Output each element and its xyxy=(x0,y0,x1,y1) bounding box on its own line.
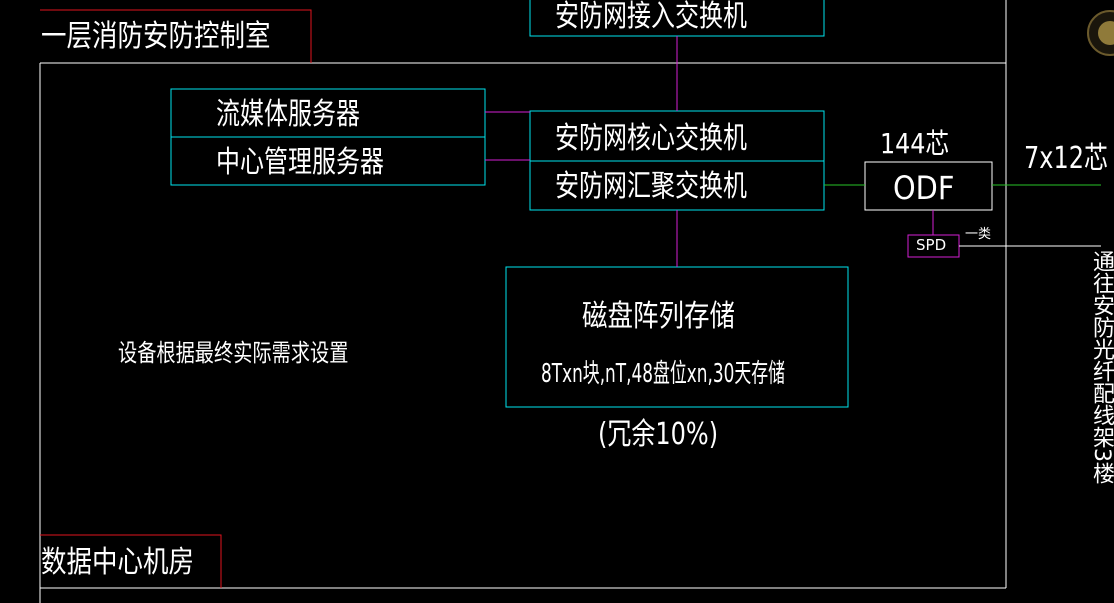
agg-switch-label: 安防网汇聚交换机 xyxy=(555,169,747,204)
data-center-title: 数据中心机房 xyxy=(41,545,194,580)
control-room-title-frame xyxy=(40,9,312,63)
equipment-note: 设备根据最终实际需求设置 xyxy=(118,339,349,367)
data-center-title-frame xyxy=(40,534,222,588)
spd-class-label: 一类 xyxy=(965,227,992,242)
access-switch-label: 安防网接入交换机 xyxy=(555,0,747,34)
storage-redundancy: (冗余10%) xyxy=(598,417,719,452)
streaming-server-label: 流媒体服务器 xyxy=(216,97,360,132)
storage-spec: 8Txn块,nT,48盘位xn,30天存储 xyxy=(541,359,786,389)
odf-label: ODF xyxy=(893,169,955,207)
storage-title: 磁盘阵列存储 xyxy=(582,299,735,334)
control-room-title: 一层消防安防控制室 xyxy=(41,19,271,54)
corner-badge-inner xyxy=(1098,21,1114,45)
side-vertical-note: 通往安防光纤配线架3楼 xyxy=(1089,250,1114,484)
odf-fiber-label: 144芯 xyxy=(880,127,950,160)
odf-box xyxy=(864,161,993,211)
odf-out-label: 7x12芯 xyxy=(1024,141,1109,176)
mgmt-server-label: 中心管理服务器 xyxy=(216,145,384,180)
core-switch-label: 安防网核心交换机 xyxy=(555,121,747,156)
spd-label: SPD xyxy=(916,236,947,254)
